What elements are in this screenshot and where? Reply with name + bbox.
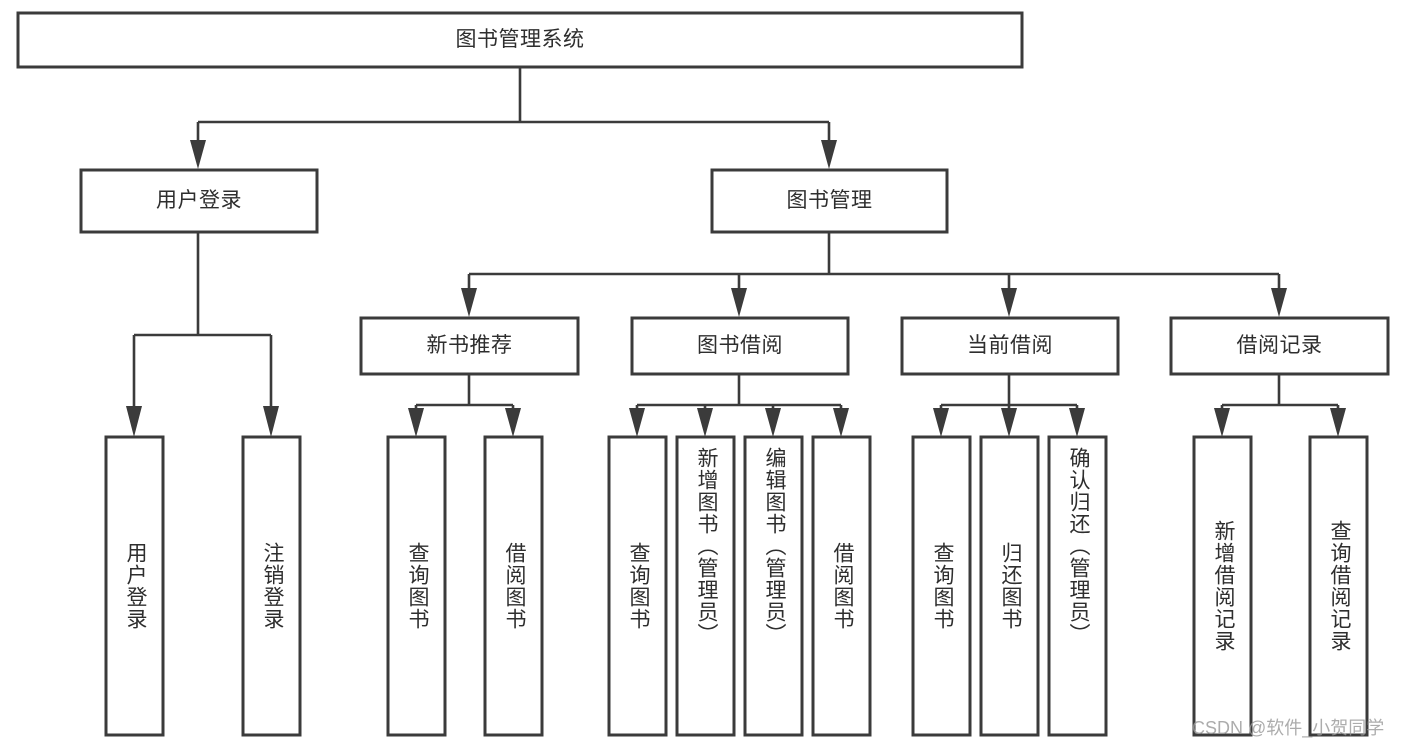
- node-box-leaf-borrow-book-2[interactable]: [811, 435, 872, 737]
- node-box-user-login[interactable]: [79, 168, 319, 234]
- node-box-leaf-borrow-book-1[interactable]: [483, 435, 544, 737]
- node-box-leaf-edit-book[interactable]: [743, 435, 804, 737]
- connector-group-current-borrow: [933, 374, 1085, 437]
- node-box-leaf-query-book-2[interactable]: [607, 435, 668, 737]
- connector-group-book-borrow: [629, 374, 849, 437]
- arrow-leaf-borrow-book-1: [505, 408, 521, 437]
- connector-group-root: [190, 67, 837, 169]
- connector-group-new-book-recommend: [408, 374, 521, 437]
- arrow-leaf-borrow-book-2: [833, 408, 849, 437]
- node-box-leaf-user-logout[interactable]: [241, 435, 302, 737]
- arrow-leaf-query-book-3: [933, 408, 949, 437]
- arrow-leaf-edit-book: [765, 408, 781, 437]
- node-box-leaf-query-book-1[interactable]: [386, 435, 447, 737]
- arrow-book-borrow: [731, 288, 747, 317]
- connector-group-borrow-record: [1214, 374, 1346, 437]
- connector-group-user-login: [126, 232, 279, 437]
- node-box-root[interactable]: [16, 11, 1024, 69]
- node-box-leaf-add-book[interactable]: [675, 435, 736, 737]
- connector-group-book-manage: [461, 232, 1287, 317]
- node-box-leaf-query-book-3[interactable]: [911, 435, 972, 737]
- arrow-borrow-record: [1271, 288, 1287, 317]
- arrow-leaf-query-record: [1330, 408, 1346, 437]
- arrow-leaf-return-book: [1001, 408, 1017, 437]
- node-box-leaf-query-record[interactable]: [1308, 435, 1369, 737]
- arrow-book-manage: [821, 140, 837, 169]
- node-box-book-manage[interactable]: [710, 168, 949, 234]
- arrow-new-book-recommend: [461, 288, 477, 317]
- arrow-leaf-confirm-return: [1069, 408, 1085, 437]
- node-box-leaf-user-login[interactable]: [104, 435, 165, 737]
- arrow-leaf-user-login: [126, 406, 142, 437]
- node-box-leaf-return-book[interactable]: [979, 435, 1040, 737]
- arrow-leaf-add-record: [1214, 408, 1230, 437]
- arrow-leaf-query-book-2: [629, 408, 645, 437]
- node-box-new-book-recommend[interactable]: [359, 316, 580, 376]
- arrow-current-borrow: [1001, 288, 1017, 317]
- node-box-borrow-record[interactable]: [1169, 316, 1390, 376]
- node-box-leaf-add-record[interactable]: [1192, 435, 1253, 737]
- node-box-book-borrow[interactable]: [630, 316, 850, 376]
- node-box-leaf-confirm-return[interactable]: [1047, 435, 1108, 737]
- node-box-current-borrow[interactable]: [900, 316, 1120, 376]
- arrow-leaf-user-logout: [263, 406, 279, 437]
- arrow-leaf-query-book-1: [408, 408, 424, 437]
- arrow-leaf-add-book: [697, 408, 713, 437]
- arrow-user-login: [190, 140, 206, 169]
